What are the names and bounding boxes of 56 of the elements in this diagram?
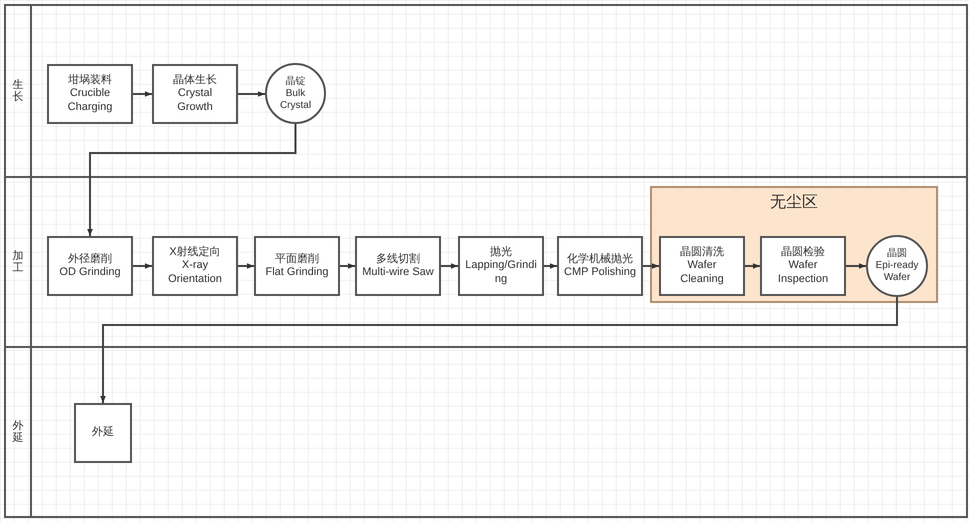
flow-arrow <box>544 263 557 269</box>
step-label: Crucible Charging <box>66 87 114 114</box>
process-box <box>47 64 133 124</box>
step-label: Crystal Growth <box>176 87 214 114</box>
step-label: X-ray Orientation <box>167 259 223 286</box>
flow-arrow <box>238 91 265 97</box>
flow-arrow <box>745 263 760 269</box>
swimlane <box>4 176 968 348</box>
step-label: 坩埚装料 <box>68 74 112 88</box>
step-label: Wafer Cleaning <box>679 259 725 286</box>
process-box <box>47 236 133 296</box>
step-label: 化学机械抛光 <box>567 252 633 266</box>
process-box <box>355 236 441 296</box>
step-label: 晶锭 <box>286 76 306 88</box>
process-box <box>254 236 340 296</box>
step-label: 晶圆清洗 <box>680 246 724 260</box>
step-label: 外径磨削 <box>68 252 112 266</box>
process-box <box>458 236 544 296</box>
swimlane <box>4 4 968 178</box>
zone-title: 无尘区 <box>770 192 818 213</box>
flow-arrow <box>100 297 898 403</box>
step-label: Flat Grinding <box>266 266 328 280</box>
step-label: 外延 <box>92 426 114 440</box>
flow-arrow <box>133 263 152 269</box>
lane-label: 加工 <box>12 250 24 274</box>
step-label: 多线切割 <box>376 252 420 266</box>
step-label: 晶圆检验 <box>781 246 825 260</box>
flow-arrow <box>340 263 355 269</box>
process-box <box>152 236 238 296</box>
step-label: 平面磨削 <box>275 252 319 266</box>
clean-room-zone <box>650 186 938 303</box>
step-label: Multi-wire Saw <box>362 266 434 280</box>
lane-label: 外延 <box>12 420 24 444</box>
step-label: 晶体生长 <box>173 74 217 88</box>
process-box <box>557 236 643 296</box>
step-label: OD Grinding <box>59 266 121 280</box>
lane-label: 生长 <box>12 78 24 104</box>
process-box <box>659 236 745 296</box>
step-label: Epi-ready Wafer <box>874 260 920 284</box>
flow-arrow <box>133 91 152 97</box>
flow-arrow <box>238 263 254 269</box>
swimlane <box>4 346 968 518</box>
flow-arrow <box>87 124 296 236</box>
process-box <box>152 64 238 124</box>
step-label: Lapping/Grinding <box>465 259 537 286</box>
flow-arrow <box>846 263 866 269</box>
step-label: Bulk Crystal <box>278 88 312 112</box>
flow-arrow <box>643 263 659 269</box>
process-box <box>760 236 846 296</box>
step-label: 晶圆 <box>887 248 907 260</box>
step-label: 抛光 <box>490 246 512 260</box>
step-label: X射线定向 <box>169 246 221 260</box>
step-label: Wafer Inspection <box>776 259 830 286</box>
step-label: CMP Polishing <box>564 266 636 280</box>
flow-arrow <box>441 263 458 269</box>
process-box <box>74 403 132 463</box>
